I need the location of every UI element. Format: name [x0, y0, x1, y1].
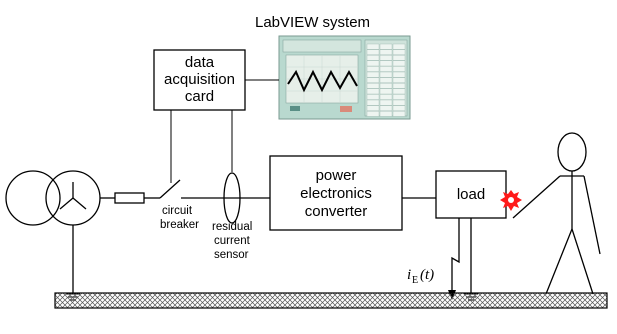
labview-table-cell: [366, 71, 380, 78]
labview-table-cell: [379, 77, 393, 83]
labview-table-cell: [379, 60, 393, 67]
labview-table-cell: [379, 49, 393, 55]
fault-current-label: i E (t): [407, 267, 434, 286]
labview-table-cell: [379, 82, 393, 89]
labview-table-cell: [392, 55, 406, 61]
labview-table-cell: [366, 88, 380, 95]
labview-table-cell: [392, 60, 406, 67]
daq-label-3: card: [185, 88, 214, 105]
waveform: [287, 69, 358, 93]
residual-current-sensor: [223, 172, 241, 224]
labview-table-cell: [379, 94, 393, 100]
labview-table-cell: [379, 99, 393, 106]
labview-table-cell: [366, 55, 380, 61]
labview-table-cell: [392, 43, 406, 50]
converter-label-3: converter: [305, 203, 368, 220]
person-icon: [512, 132, 601, 295]
labview-table-cell: [366, 94, 380, 100]
transformer-icon: [5, 170, 101, 226]
spark-core: [508, 197, 514, 203]
labview-table-cell: [379, 71, 393, 78]
load-label: load: [457, 186, 485, 203]
labview-table-cell: [366, 49, 380, 55]
labview-table-cell: [366, 110, 380, 117]
labview-table-cell: [379, 105, 393, 111]
labview-table-cell: [366, 66, 380, 72]
labview-table-cell: [392, 71, 406, 78]
labview-table-cell: [392, 82, 406, 89]
labview-table-cell: [392, 66, 406, 72]
labview-table-cell: [392, 49, 406, 55]
labview-table-cell: [366, 99, 380, 106]
daq-label-1: data: [185, 54, 215, 71]
labview-table-cell: [366, 82, 380, 89]
labview-table-cell: [379, 43, 393, 50]
converter-label-1: power: [316, 167, 357, 184]
labview-table-cell: [366, 60, 380, 67]
sensor-label-2: current: [214, 235, 251, 247]
fault-current-arrow: [448, 218, 460, 300]
breaker-label-1: circuit: [162, 205, 193, 217]
labview-table-cell: [366, 43, 380, 50]
labview-table-cell: [392, 88, 406, 95]
fuse-icon: [114, 192, 145, 204]
labview-title: LabVIEW system: [255, 14, 370, 31]
fault-current-argument: (t): [420, 267, 434, 283]
sensor-label-1: residual: [212, 221, 252, 233]
labview-table-cell: [392, 99, 406, 106]
fault-current-symbol: i: [407, 267, 411, 283]
labview-table-cell: [392, 110, 406, 117]
fault-current-subscript: E: [412, 275, 418, 286]
labview-table-cell: [379, 88, 393, 95]
labview-table-cell: [366, 77, 380, 83]
daq-label-2: acquisition: [164, 71, 235, 88]
labview-screen: [278, 35, 411, 120]
earth-ground-strip: [54, 292, 608, 309]
labview-table-cell: [392, 105, 406, 111]
breaker-label-2: breaker: [160, 219, 199, 231]
labview-table-cell: [379, 66, 393, 72]
breaker-switch: [159, 179, 181, 199]
converter-box: [269, 155, 403, 231]
labview-table-cell: [379, 110, 393, 117]
labview-table-cell: [392, 77, 406, 83]
labview-table-cell: [366, 105, 380, 111]
converter-label-2: electronics: [300, 185, 372, 202]
labview-table-cell: [392, 94, 406, 100]
labview-table-cell: [379, 55, 393, 61]
sensor-label-3: sensor: [214, 249, 249, 261]
